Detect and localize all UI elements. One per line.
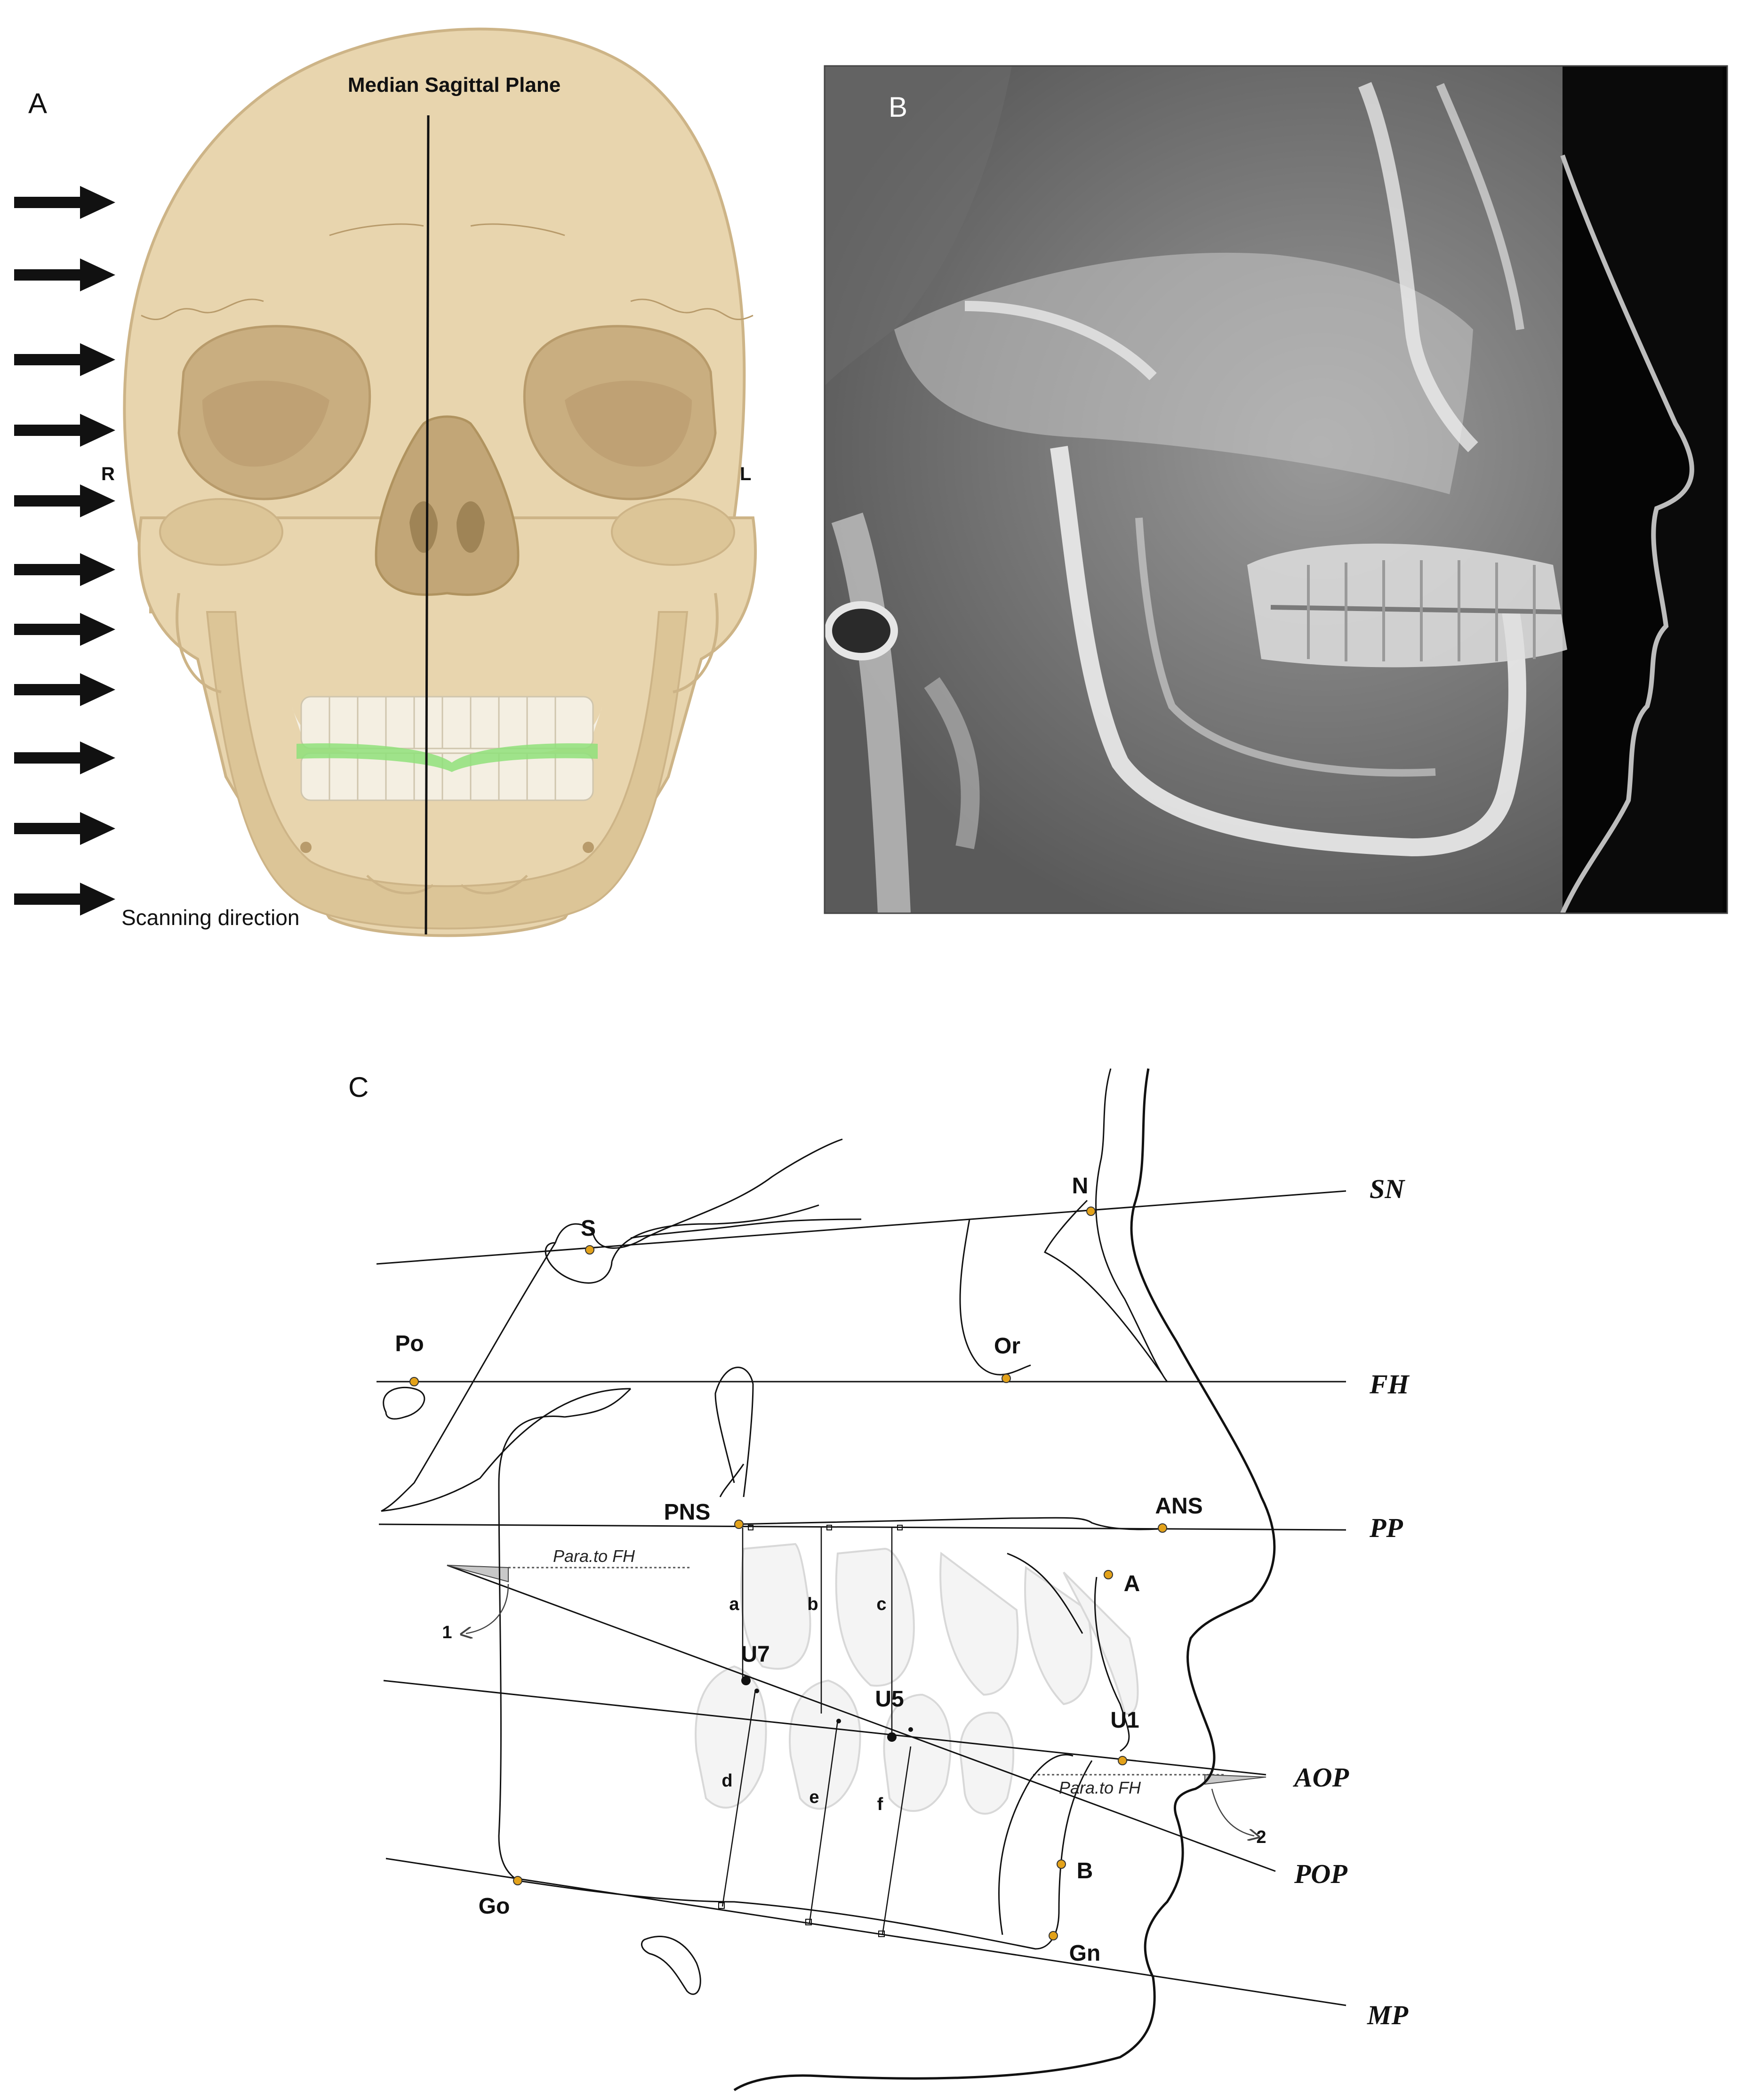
label-po: Po [395,1331,424,1356]
u5-dot [887,1732,897,1742]
measure-f: f [877,1794,883,1814]
side-left-label: L [740,464,751,484]
label-go: Go [479,1894,510,1919]
para-fh-label-left: Para.to FH [553,1546,635,1566]
panel-a-label: A [28,88,47,119]
arrow-icon [14,812,115,845]
scanning-arrows [14,186,115,916]
a-point-dot [1104,1570,1113,1579]
label-a-point: A [1124,1571,1140,1596]
plane-label-mp: MP [1367,2000,1409,2030]
angle-2-label: 2 [1256,1827,1266,1847]
gnathion-dot [1049,1931,1058,1940]
label-pns: PNS [664,1500,711,1525]
label-or: Or [994,1334,1020,1359]
scanning-direction-caption: Scanning direction [121,905,299,930]
measure-a: a [729,1594,739,1614]
para-fh-label-right: Para.to FH [1059,1778,1141,1797]
upper-teeth [300,696,594,749]
arrow-icon [14,343,115,376]
landmark-labels: S N Po Or PNS ANS A U7 U5 U1 B Go Gn [395,1174,1202,1966]
teeth-outline [695,1543,1139,1815]
measure-e: e [809,1787,819,1807]
arrow-icon [14,883,115,916]
panel-c-label: C [348,1071,369,1103]
angle-1-label: 1 [442,1623,452,1642]
pop-line [447,1564,1276,1872]
label-u5: U5 [875,1687,904,1712]
u1-dot [1118,1756,1127,1765]
plane-label-aop: AOP [1293,1762,1349,1793]
panel-b: B [824,65,1728,915]
arrow-icon [14,673,115,706]
measurement-labels: a b c d e f [721,1594,886,1814]
panel-c: C [348,1068,1410,2092]
arrow-icon [14,414,115,447]
label-u7: U7 [741,1642,769,1667]
arrow-icon [14,258,115,291]
sella-dot [585,1245,594,1255]
skull-illustration [123,27,757,937]
arrow-icon [14,741,115,774]
arrow-icon [14,613,115,646]
lower-teeth [300,752,594,801]
plane-label-sn: SN [1370,1174,1405,1204]
nasion-dot [1086,1207,1096,1216]
plane-labels: SN FH PP AOP POP MP [1293,1174,1410,2030]
mandible [206,611,689,930]
mp-line [385,1858,1346,2006]
label-ans: ANS [1155,1494,1202,1519]
side-right-label: R [101,464,115,484]
panel-b-label: B [889,91,907,123]
porion-dot [409,1377,419,1386]
b-point-dot [1057,1859,1066,1869]
median-sagittal-plane-title: Median Sagittal Plane [348,73,561,97]
occlusal-plane-highlight [297,743,598,772]
label-u1: U1 [1110,1708,1139,1733]
u7-dot [741,1676,751,1685]
label-b-point: B [1077,1859,1093,1883]
landmark-dots [409,1207,1167,1940]
plane-label-pop: POP [1294,1859,1347,1889]
median-sagittal-plane-line [425,115,430,935]
ans-dot [1158,1523,1167,1533]
label-gn: Gn [1069,1941,1101,1966]
measure-b: b [807,1594,818,1614]
anatomical-tracing [376,1068,1346,2092]
nasal-cavity [375,415,520,596]
panel-a: A [14,27,757,937]
arrow-icon [14,186,115,219]
pns-dot [734,1520,744,1529]
label-n: N [1072,1174,1089,1199]
orbitale-dot [1002,1374,1011,1383]
gonion-dot [513,1876,522,1885]
measure-c: c [876,1594,886,1614]
measure-d: d [721,1771,732,1791]
plane-label-pp: PP [1369,1513,1403,1543]
plane-label-fh: FH [1369,1369,1410,1400]
arrow-icon [14,484,115,517]
label-s: S [581,1216,596,1241]
pp-line [378,1523,1346,1531]
sn-line [376,1190,1346,1265]
arrow-icon [14,553,115,586]
